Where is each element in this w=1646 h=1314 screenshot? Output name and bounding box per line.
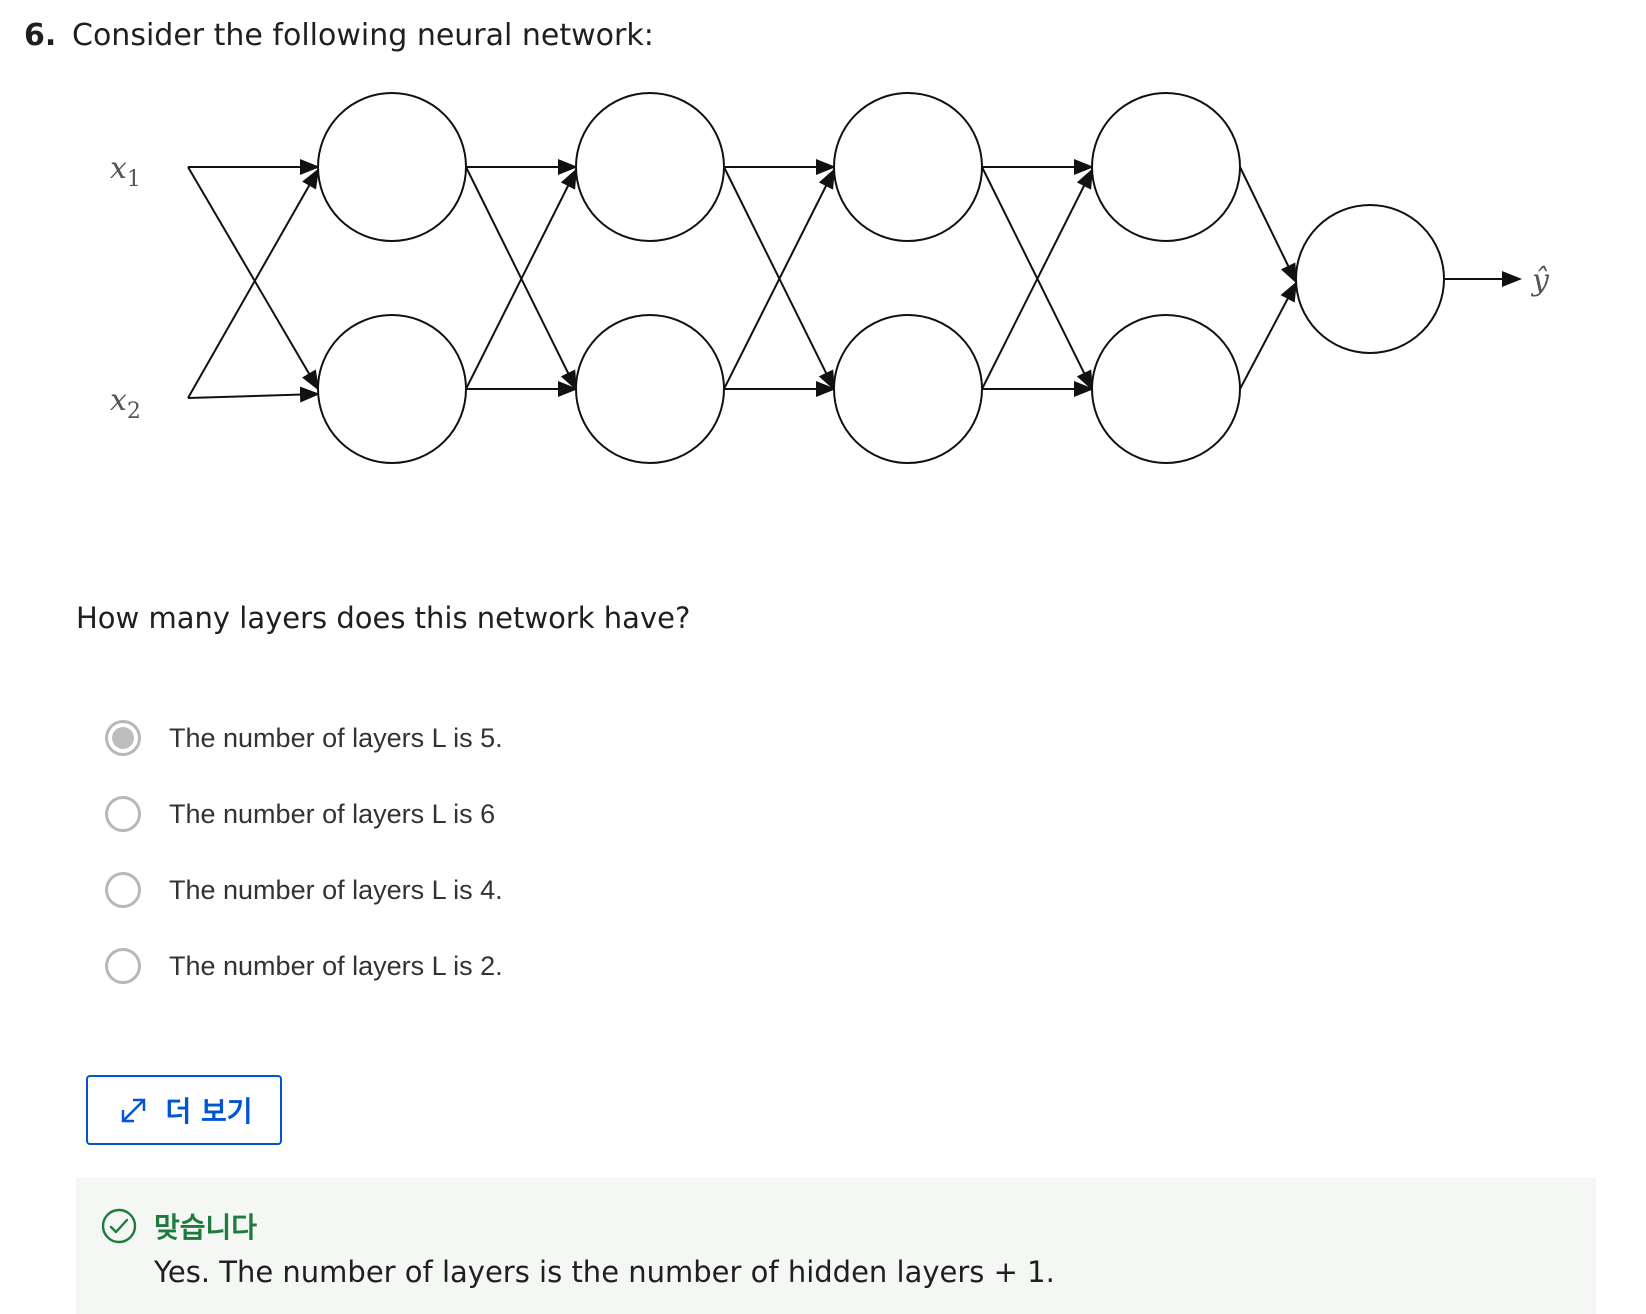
input-x2-label: x2 bbox=[110, 383, 141, 424]
option-layers-5[interactable]: The number of layers L is 5. bbox=[105, 700, 503, 776]
feedback-status-label: 맞습니다 bbox=[154, 1211, 258, 1244]
edge-h2-bottom-h3-top bbox=[723, 168, 835, 390]
radio-unselected[interactable] bbox=[105, 872, 141, 908]
radio-unselected[interactable] bbox=[105, 796, 141, 832]
question-number: 6. bbox=[24, 18, 57, 53]
network-edges bbox=[187, 159, 1522, 403]
option-label: The number of layers L is 6 bbox=[169, 798, 496, 829]
feedback-status: 맞습니다 bbox=[100, 1206, 257, 1246]
output-node bbox=[1295, 204, 1445, 354]
hidden-layer-4-node-top bbox=[1091, 92, 1241, 242]
expand-icon bbox=[122, 1098, 146, 1123]
option-layers-4[interactable]: The number of layers L is 4. bbox=[105, 852, 503, 928]
input-labels: x1 x2 bbox=[110, 151, 141, 424]
edge-h4-bottom-output bbox=[1239, 281, 1297, 390]
check-circle-icon bbox=[101, 1208, 137, 1244]
network-nodes bbox=[317, 92, 1445, 464]
radio-unselected[interactable] bbox=[105, 948, 141, 984]
hidden-layer-2-node-bottom bbox=[575, 314, 725, 464]
edge-x2-h1-bottom bbox=[187, 386, 320, 403]
radio-selected-dot bbox=[112, 727, 134, 749]
option-label: The number of layers L is 2. bbox=[169, 950, 503, 981]
option-layers-2[interactable]: The number of layers L is 2. bbox=[105, 928, 503, 1004]
answer-feedback: 맞습니다 Yes. The number of layers is the nu… bbox=[76, 1178, 1596, 1314]
hidden-layer-3-node-top bbox=[833, 92, 983, 242]
edge-h1-bottom-h2-top bbox=[465, 168, 577, 390]
edge-x2-h1-top bbox=[187, 168, 319, 399]
hidden-layer-4-node-bottom bbox=[1091, 314, 1241, 464]
hidden-layer-3-node-bottom bbox=[833, 314, 983, 464]
output-y-hat-label: ŷ bbox=[1530, 263, 1550, 298]
edge-h3-bottom-h4-top bbox=[981, 168, 1093, 390]
question-prompt: How many layers does this network have? bbox=[76, 601, 691, 635]
hidden-layer-1-node-bottom bbox=[317, 314, 467, 464]
answer-options: The number of layers L is 5. The number … bbox=[105, 700, 503, 1004]
edge-h4-top-output bbox=[1239, 166, 1297, 284]
edge-x1-h1-bottom bbox=[187, 166, 320, 391]
option-label: The number of layers L is 5. bbox=[169, 722, 503, 753]
radio-selected[interactable] bbox=[105, 720, 141, 756]
question-header: 6. Consider the following neural network… bbox=[24, 14, 654, 58]
question-title: Consider the following neural network: bbox=[72, 18, 654, 53]
input-x1-label: x1 bbox=[110, 151, 141, 192]
neural-network-diagram: x1 x2 ŷ bbox=[110, 92, 1550, 464]
more-button-label: 더 보기 bbox=[165, 1095, 253, 1128]
hidden-layer-1-node-top bbox=[317, 92, 467, 242]
option-layers-6[interactable]: The number of layers L is 6 bbox=[105, 776, 503, 852]
feedback-explanation: Yes. The number of layers is the number … bbox=[154, 1255, 1055, 1289]
more-button[interactable]: 더 보기 bbox=[86, 1075, 282, 1145]
hidden-layer-2-node-top bbox=[575, 92, 725, 242]
option-label: The number of layers L is 4. bbox=[169, 874, 503, 905]
